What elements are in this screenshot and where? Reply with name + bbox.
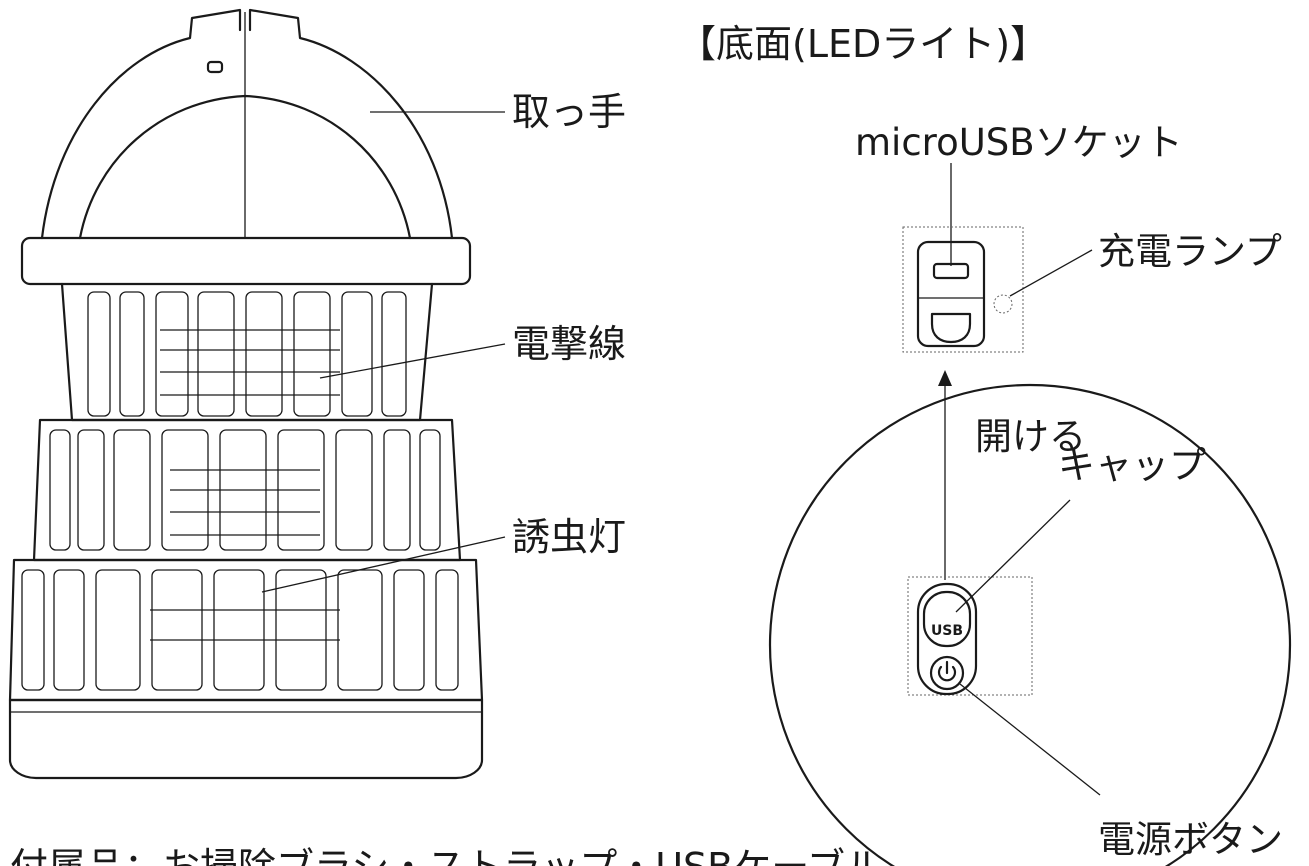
electric-grid-leader bbox=[319, 343, 506, 379]
accessories-text: 付属品：お掃除ブラシ・ストラップ・USBケーブル bbox=[10, 845, 883, 866]
bottom-view-title: 【底面(LEDライト)】 bbox=[678, 22, 1048, 66]
electric-grid-label: 電撃線 bbox=[512, 322, 626, 366]
open-label: 開ける bbox=[975, 415, 1086, 458]
charge-lamp-icon bbox=[993, 294, 1013, 314]
middle-cage bbox=[32, 418, 462, 562]
zoomed-socket-detail bbox=[902, 226, 1024, 353]
usb-socket-label: microUSBソケット bbox=[855, 121, 1183, 164]
power-button-label: 電源ボタン bbox=[1098, 818, 1283, 861]
power-button-icon bbox=[929, 655, 965, 691]
arrow-head-icon bbox=[938, 370, 952, 386]
usb-cap-text: USB bbox=[931, 623, 963, 639]
top-rim bbox=[20, 236, 472, 286]
cap-and-button: USB bbox=[916, 582, 978, 696]
power-button-leader bbox=[959, 683, 1101, 796]
charge-lamp-label: 充電ランプ bbox=[1098, 230, 1282, 273]
handle-label: 取っ手 bbox=[512, 90, 626, 134]
attract-light-label: 誘虫灯 bbox=[512, 515, 626, 559]
cap-leader bbox=[955, 499, 1071, 613]
bottom-circle bbox=[768, 383, 1292, 866]
charge-lamp-leader bbox=[1009, 249, 1093, 297]
upper-cage bbox=[60, 282, 434, 422]
lower-cage bbox=[8, 558, 484, 702]
lantern-base bbox=[8, 698, 484, 780]
lantern-illustration bbox=[8, 8, 484, 780]
handle-drawing bbox=[40, 8, 454, 240]
usb-port-icon bbox=[932, 262, 970, 280]
attract-light-leader bbox=[261, 536, 506, 593]
cap-label: キャップ bbox=[1058, 444, 1206, 487]
cap-area-box bbox=[907, 576, 1033, 696]
